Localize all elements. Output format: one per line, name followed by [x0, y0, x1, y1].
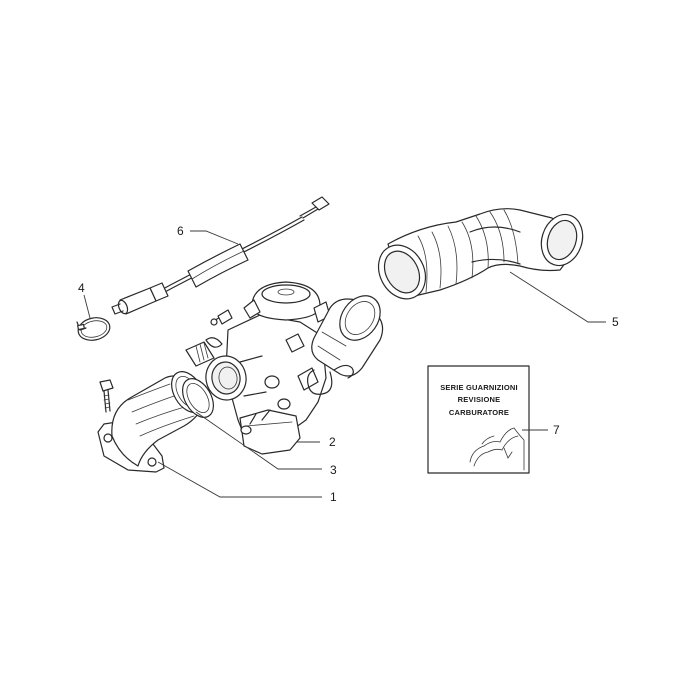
callout-2: 2 [329, 435, 336, 449]
leader-lines [83, 230, 606, 498]
card-line-3: CARBURATORE [449, 408, 509, 417]
callout-6: 6 [177, 224, 184, 238]
part-cable [111, 196, 330, 315]
part-gasket-kit-card: SERIE GUARNIZIONI REVISIONE CARBURATORE [427, 365, 530, 474]
callout-labels: 6 4 5 7 2 3 1 [78, 224, 619, 504]
part-air-intake-hose [377, 208, 584, 300]
callout-5: 5 [612, 315, 619, 329]
callout-1: 1 [330, 490, 337, 504]
callout-7: 7 [553, 423, 560, 437]
card-line-1: SERIE GUARNIZIONI [440, 383, 518, 392]
callout-3: 3 [330, 463, 337, 477]
part-spacer-ring [182, 378, 214, 418]
callout-4: 4 [78, 281, 85, 295]
part-clamp [76, 317, 111, 341]
part-carburetor [185, 281, 384, 455]
card-line-2: REVISIONE [458, 395, 501, 404]
